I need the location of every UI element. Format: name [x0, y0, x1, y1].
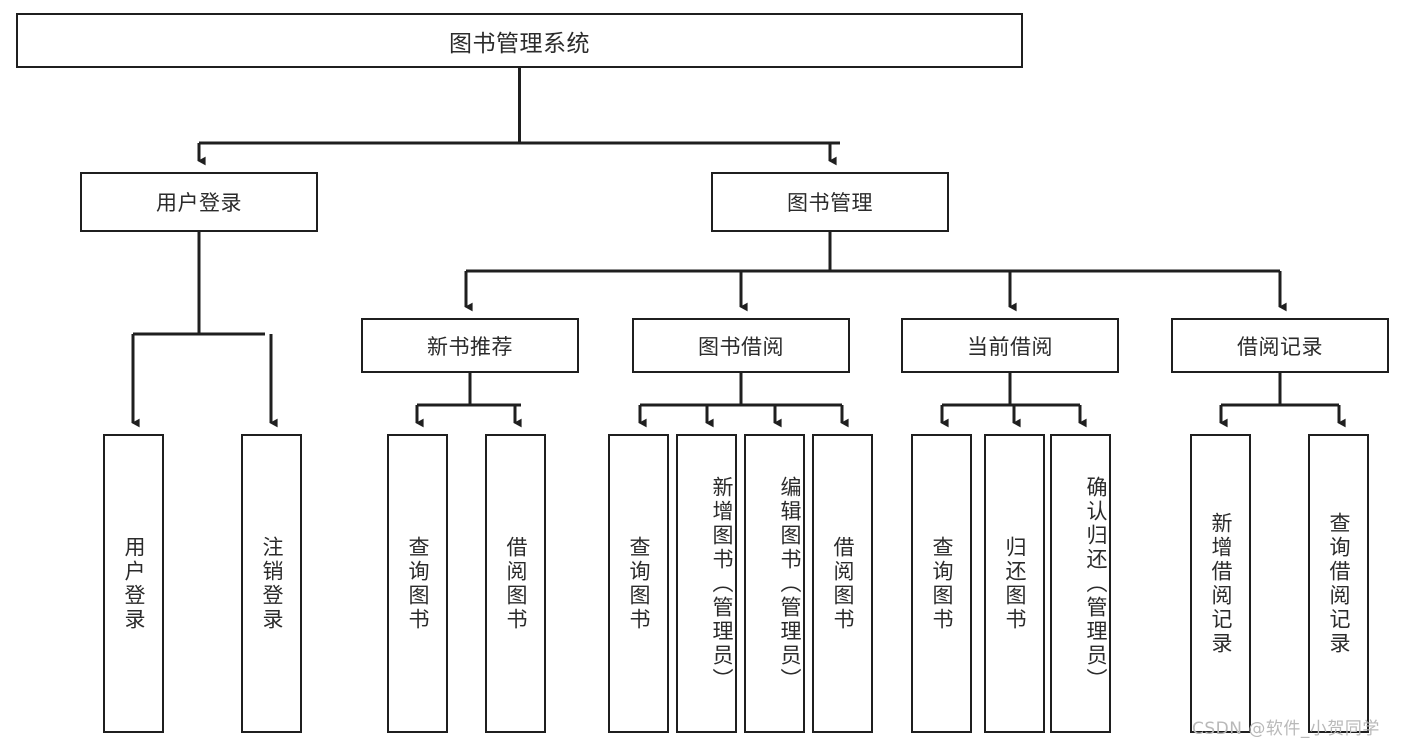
leaf-label: 用户登录	[121, 535, 146, 632]
leaf-add-borrow-record[interactable]: 新增借阅记录	[1190, 434, 1251, 733]
node-borrow-record[interactable]: 借阅记录	[1171, 318, 1389, 373]
node-new-book-recommend[interactable]: 新书推荐	[361, 318, 579, 373]
leaf-label: 编辑图书（管理员）	[778, 475, 802, 692]
leaf-query-book-borrow[interactable]: 查询图书	[608, 434, 669, 733]
leaf-logout[interactable]: 注销登录	[241, 434, 302, 733]
leaf-label: 借阅图书	[830, 535, 855, 632]
leaf-label: 查询图书	[626, 535, 651, 632]
node-user-login[interactable]: 用户登录	[80, 172, 318, 232]
leaf-label: 借阅图书	[503, 535, 528, 632]
leaf-label: 归还图书	[1002, 535, 1027, 632]
node-current-borrow[interactable]: 当前借阅	[901, 318, 1119, 373]
leaf-query-book-current[interactable]: 查询图书	[911, 434, 972, 733]
leaf-query-book-recommend[interactable]: 查询图书	[387, 434, 448, 733]
node-user-login-label: 用户登录	[156, 191, 242, 215]
node-new-book-recommend-label: 新书推荐	[427, 334, 513, 359]
leaf-edit-book-admin[interactable]: 编辑图书（管理员）	[744, 434, 805, 733]
leaf-label: 新增图书（管理员）	[710, 475, 734, 692]
leaf-borrow-book[interactable]: 借阅图书	[812, 434, 873, 733]
leaf-add-book-admin[interactable]: 新增图书（管理员）	[676, 434, 737, 733]
leaf-label: 查询图书	[405, 535, 430, 632]
leaf-confirm-return-admin[interactable]: 确认归还（管理员）	[1050, 434, 1111, 733]
node-borrow-record-label: 借阅记录	[1237, 334, 1323, 359]
leaf-label: 确认归还（管理员）	[1084, 475, 1108, 692]
leaf-label: 查询借阅记录	[1326, 511, 1351, 656]
leaf-user-login[interactable]: 用户登录	[103, 434, 164, 733]
leaf-label: 注销登录	[259, 535, 284, 632]
node-root[interactable]: 图书管理系统	[16, 13, 1023, 68]
node-root-label: 图书管理系统	[449, 30, 590, 57]
node-book-management-label: 图书管理	[787, 191, 873, 215]
leaf-query-borrow-record[interactable]: 查询借阅记录	[1308, 434, 1369, 733]
node-book-borrow-label: 图书借阅	[698, 334, 784, 359]
watermark: CSDN @软件_小贺同学	[1192, 719, 1380, 739]
node-book-borrow[interactable]: 图书借阅	[632, 318, 850, 373]
node-book-management[interactable]: 图书管理	[711, 172, 949, 232]
leaf-borrow-book-recommend[interactable]: 借阅图书	[485, 434, 546, 733]
leaf-return-book[interactable]: 归还图书	[984, 434, 1045, 733]
node-current-borrow-label: 当前借阅	[967, 334, 1053, 359]
leaf-label: 新增借阅记录	[1208, 511, 1233, 656]
leaf-label: 查询图书	[929, 535, 954, 632]
